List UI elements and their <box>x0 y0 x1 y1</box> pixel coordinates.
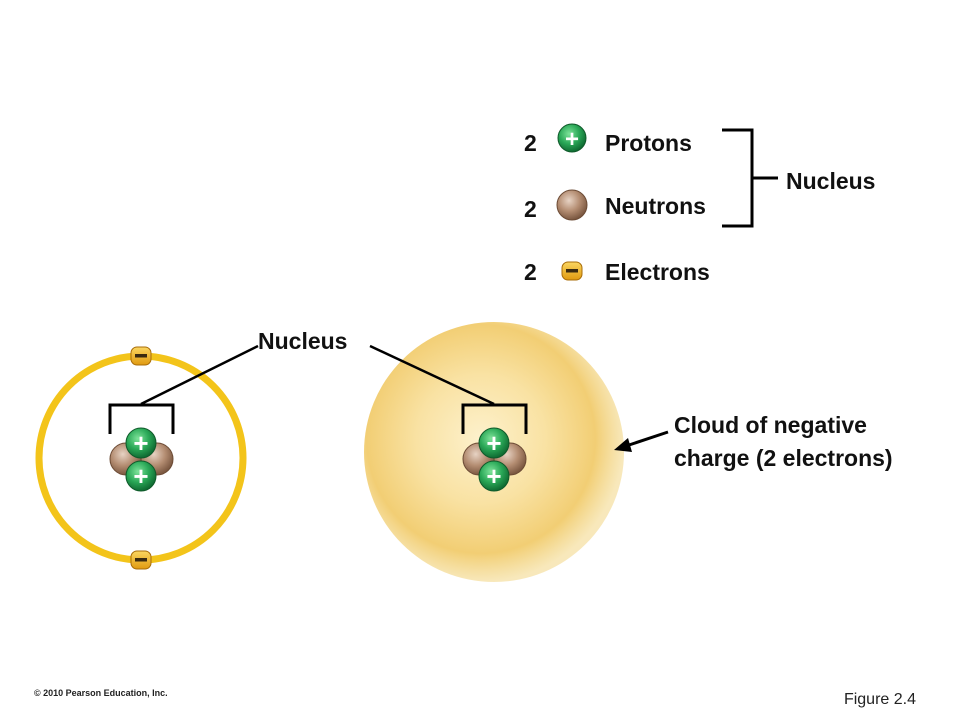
cloud-callout: Cloud of negative charge (2 electrons) <box>614 412 893 471</box>
cloud-label-line2: charge (2 electrons) <box>674 445 893 471</box>
protons-label: Protons <box>605 130 692 156</box>
svg-text:+: + <box>565 126 579 153</box>
proton-icon: + <box>557 123 587 153</box>
svg-text:+: + <box>486 461 501 491</box>
neutron-count: 2 <box>524 196 537 222</box>
nucleus-label: Nucleus <box>258 328 347 354</box>
neutron-icon <box>556 189 588 221</box>
neutrons-label: Neutrons <box>605 193 706 219</box>
electron-top <box>130 346 152 366</box>
svg-text:+: + <box>133 461 148 491</box>
electrons-label: Electrons <box>605 259 710 285</box>
cloud-label-line1: Cloud of negative <box>674 412 867 438</box>
proton-count: 2 <box>524 130 537 156</box>
nucleus-cloud-model: + + <box>462 427 527 492</box>
electron-bottom <box>130 550 152 570</box>
nucleus-bracket-right <box>461 403 528 434</box>
nucleus-bracket-label: Nucleus <box>786 168 875 194</box>
legend: 2 + Protons 2 Neutrons 2 Electrons Nucle… <box>524 123 875 285</box>
orbit-model: + + <box>35 346 247 570</box>
nucleus-callout: Nucleus <box>140 328 495 406</box>
svg-text:+: + <box>486 428 501 458</box>
nucleus-orbit-model: + + <box>109 427 174 492</box>
electron-icon <box>561 261 583 281</box>
figure-number: Figure 2.4 <box>844 691 916 708</box>
arrow-head-icon <box>614 438 632 452</box>
electron-count: 2 <box>524 259 537 285</box>
cloud-model: + + <box>364 322 624 582</box>
copyright: © 2010 Pearson Education, Inc. <box>34 688 168 698</box>
svg-text:+: + <box>133 428 148 458</box>
nucleus-bracket <box>722 128 778 228</box>
